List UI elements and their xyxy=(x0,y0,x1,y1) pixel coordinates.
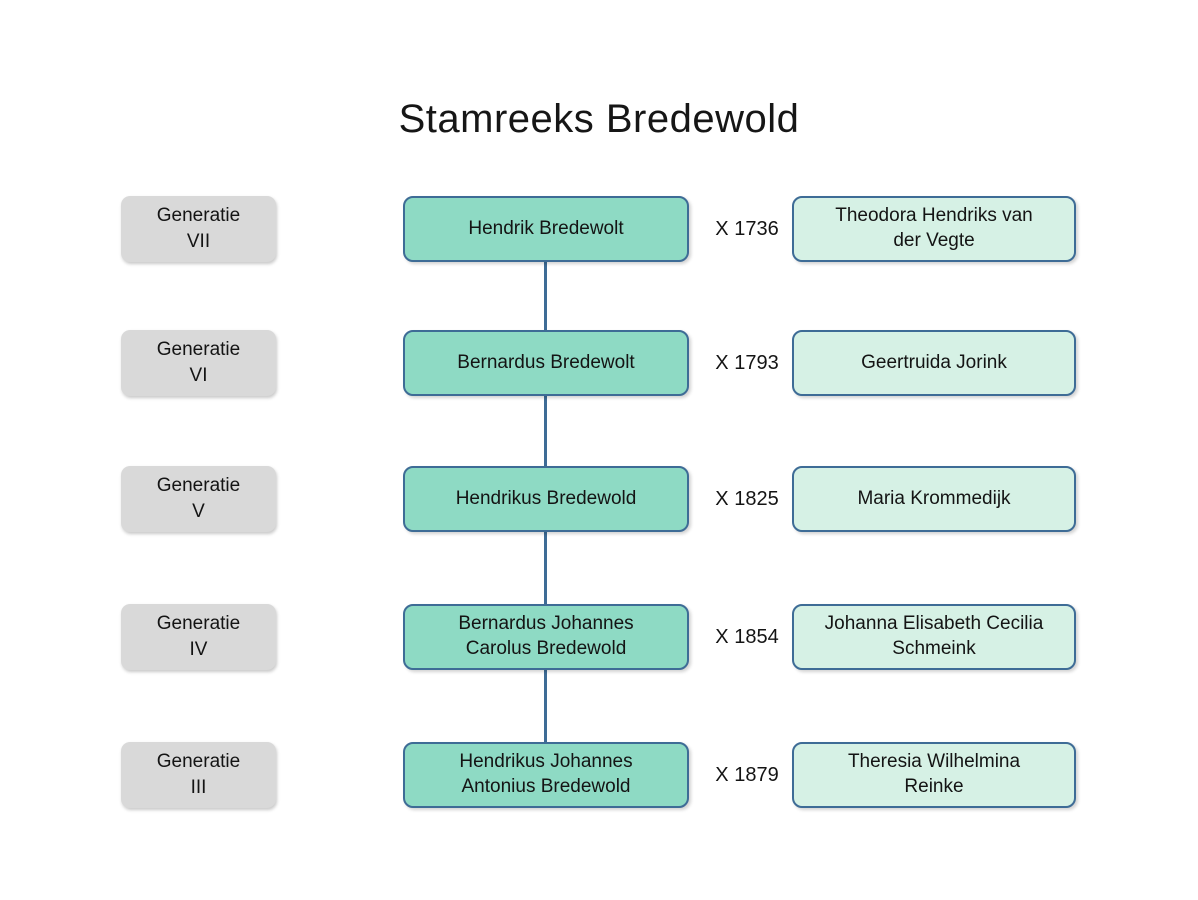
generation-number: III xyxy=(190,777,207,798)
generation-row: Generatie IV Bernardus Johannes Carolus … xyxy=(0,604,1198,670)
generation-label: Generatie V xyxy=(121,466,276,532)
generation-number: VI xyxy=(189,365,208,386)
generation-label: Generatie VII xyxy=(121,196,276,262)
person-box: Hendrikus Johannes Antonius Bredewold xyxy=(403,742,689,808)
marriage-year: X 1879 xyxy=(715,763,779,786)
marriage-year: X 1736 xyxy=(715,217,779,240)
person-box: Hendrikus Bredewold xyxy=(403,466,689,532)
generation-label-text: Generatie xyxy=(156,339,241,361)
spouse-box: Geertruida Jorink xyxy=(792,330,1076,396)
person-box: Hendrik Bredewolt xyxy=(403,196,689,262)
generation-number: IV xyxy=(189,639,208,660)
generation-label-text: Generatie xyxy=(156,205,241,227)
connector-line xyxy=(544,363,547,499)
person-box: Bernardus Johannes Carolus Bredewold xyxy=(403,604,689,670)
connector-line xyxy=(544,229,547,363)
generation-row: Generatie V Hendrikus Bredewold X 1825 M… xyxy=(0,466,1198,532)
marriage-year: X 1793 xyxy=(715,351,779,374)
generation-label: Generatie IV xyxy=(121,604,276,670)
spouse-box: Theresia Wilhelmina Reinke xyxy=(792,742,1076,808)
spouse-box: Theodora Hendriks van der Vegte xyxy=(792,196,1076,262)
spouse-box: Maria Krommedijk xyxy=(792,466,1076,532)
marriage-year: X 1854 xyxy=(715,625,779,648)
generation-row: Generatie VII Hendrik Bredewolt X 1736 T… xyxy=(0,196,1198,262)
generation-row: Generatie VI Bernardus Bredewolt X 1793 … xyxy=(0,330,1198,396)
generation-number: VII xyxy=(186,231,211,252)
marriage-year: X 1825 xyxy=(715,487,779,510)
generation-label-text: Generatie xyxy=(156,613,241,635)
generation-label-text: Generatie xyxy=(156,475,241,497)
page-title: Stamreeks Bredewold xyxy=(398,96,800,141)
person-box: Bernardus Bredewolt xyxy=(403,330,689,396)
spouse-box: Johanna Elisabeth Cecilia Schmeink xyxy=(792,604,1076,670)
generation-number: V xyxy=(192,501,205,522)
generation-row: Generatie III Hendrikus Johannes Antoniu… xyxy=(0,742,1198,808)
generation-label: Generatie VI xyxy=(121,330,276,396)
connector-line xyxy=(544,637,547,775)
generation-label-text: Generatie xyxy=(156,751,241,773)
generation-label: Generatie III xyxy=(121,742,276,808)
connector-line xyxy=(544,499,547,637)
